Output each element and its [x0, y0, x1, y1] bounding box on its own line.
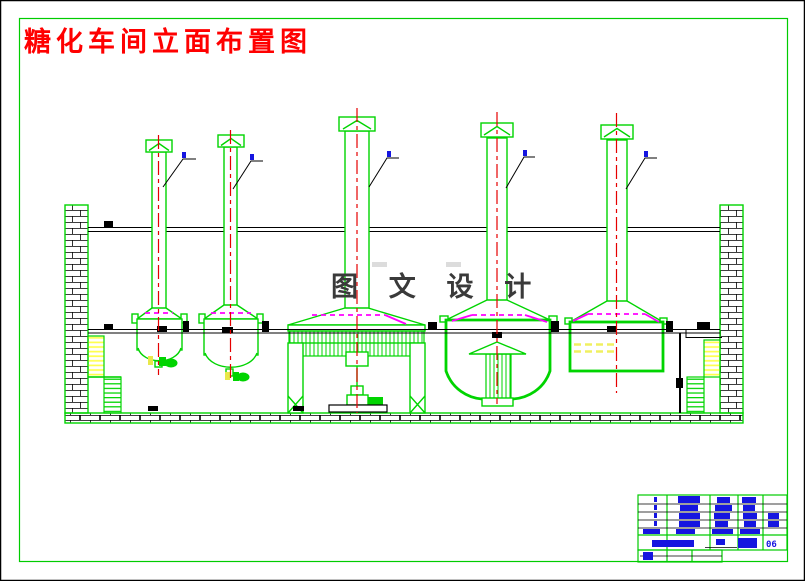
callout-tag-4 [523, 150, 527, 156]
sheet-number: 06 [766, 540, 777, 550]
pump-2 [233, 372, 239, 381]
percolator-column [485, 353, 512, 400]
leader-3 [368, 157, 399, 188]
platform-landing [685, 330, 722, 338]
watermark-group: 图 文 设 计 [331, 262, 543, 302]
mash-kettle-1 [131, 307, 188, 368]
valve-1 [148, 356, 153, 365]
ladder-left-upper [87, 335, 105, 378]
ladder-right-upper [703, 339, 721, 378]
centerlines [157, 108, 618, 413]
whirlpool-tank [564, 300, 668, 373]
callout-leaders [162, 150, 657, 190]
title-block: 06 [637, 494, 788, 563]
right-wall [719, 204, 744, 414]
lauter-drive-motor [368, 397, 383, 406]
valve-2 [225, 372, 230, 380]
leader-1 [162, 158, 196, 188]
ladder-right-lower [686, 376, 705, 414]
watermark-text: 图 文 设 计 [331, 271, 543, 302]
mash-tun-2 [198, 304, 264, 382]
leader-4 [505, 156, 535, 189]
liquid-level-lines [574, 343, 617, 353]
callout-tag-5 [644, 151, 648, 157]
pump-1 [159, 357, 166, 366]
fittings [104, 221, 710, 411]
leader-2 [232, 160, 263, 190]
drawing-title: 糖化车间立面布置图 [24, 26, 312, 57]
left-wall [64, 204, 89, 414]
callout-tag-2 [250, 154, 254, 160]
callout-tag-3 [387, 151, 391, 157]
callout-tag-1 [182, 152, 186, 158]
leader-5 [625, 157, 657, 190]
stairs-left [87, 335, 122, 414]
ladder-left-lower [103, 376, 122, 414]
motor-base [328, 404, 388, 413]
building-shell [64, 204, 744, 424]
drawing-frame [18, 17, 789, 563]
redacted-text [643, 496, 779, 560]
lauter-leg-right [409, 342, 426, 414]
lauter-leg-left [287, 342, 304, 414]
floor-slab [64, 412, 744, 424]
stairs-right [679, 333, 721, 414]
